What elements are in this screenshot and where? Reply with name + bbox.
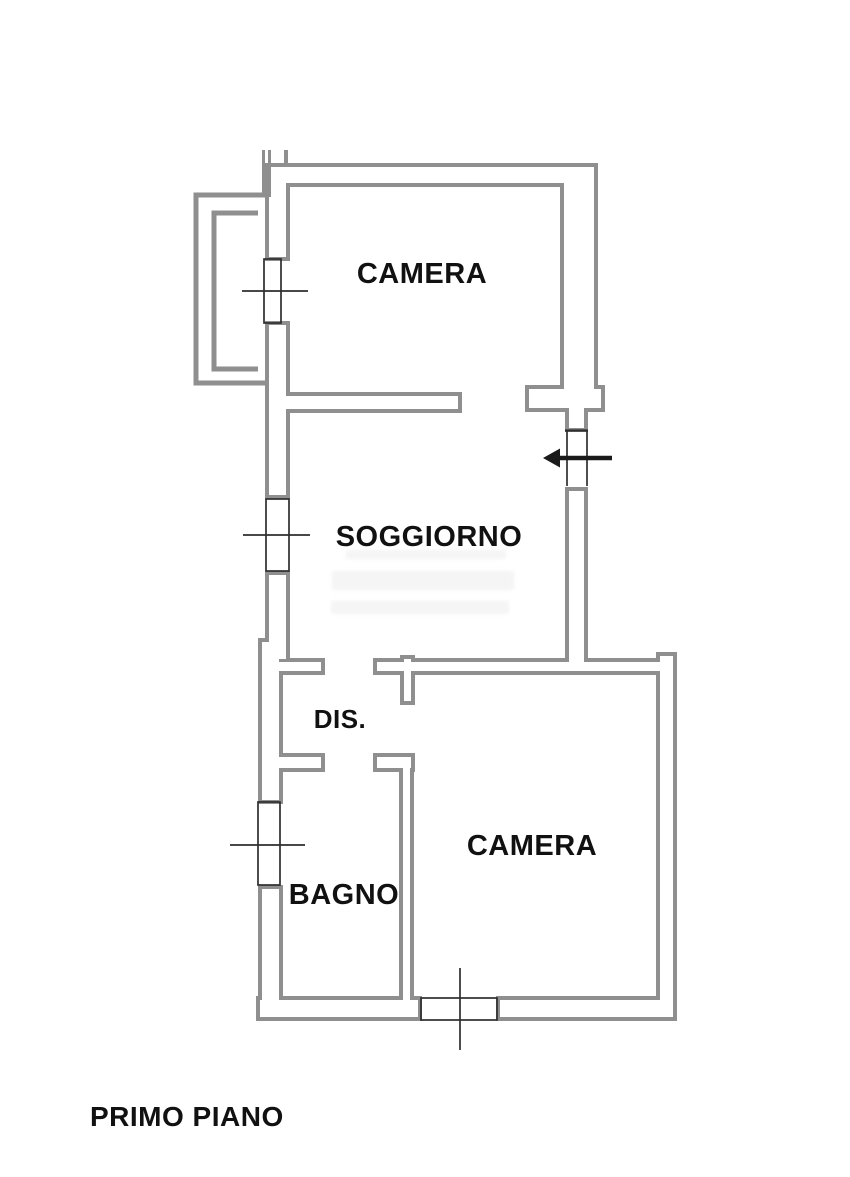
wall-segment [564,167,594,404]
window-bagno [230,801,305,886]
window-frame [257,801,281,886]
wall-segment [500,1000,673,1017]
wall-stubs [262,150,288,197]
wall-segment [377,662,673,671]
wall-segment [269,325,286,495]
wall-segment [269,167,286,257]
balcony-inner-line [211,210,258,372]
wall-segment [569,491,584,663]
label-camera-nord: CAMERA [357,258,487,290]
label-camera-sud: CAMERA [467,830,597,862]
wall-segment [262,889,279,1009]
wall-segment [270,396,458,409]
wall-segment [260,1000,418,1017]
wall-segment [270,757,321,768]
balcony-outer-line [193,192,270,386]
wall-segment [529,389,601,408]
window-camera-nord [242,258,308,324]
wall-segment [660,656,673,1017]
window-frame [420,997,498,1021]
window-soggiorno [243,498,310,572]
balcony [193,192,270,386]
window-camera-sud [420,968,498,1050]
entrance-arrow-icon [543,448,612,468]
wall-segment [269,575,286,659]
wall-segment [269,167,594,183]
wall-segment [264,662,321,671]
watermark-smudge [331,550,514,614]
wall-segment [569,392,584,428]
label-bagno: BAGNO [289,879,399,911]
room-labels: CAMERA SOGGIORNO DIS. BAGNO CAMERA [289,258,597,911]
wall-segment [377,757,411,768]
wall-segment [403,757,410,1009]
walls [256,163,677,1021]
wall-segment [404,659,411,701]
label-soggiorno: SOGGIORNO [336,521,523,553]
floor-title: PRIMO PIANO [90,1101,284,1132]
entrance-door [543,429,612,486]
label-disimpegno: DIS. [314,704,367,734]
arrow-head [543,448,560,468]
